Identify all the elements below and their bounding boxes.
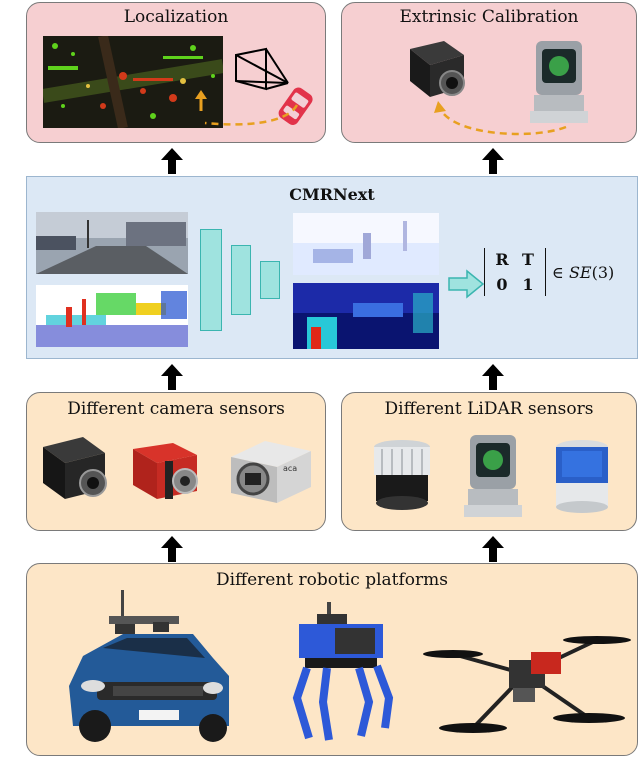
se-arg: (3) xyxy=(591,262,615,282)
robotic-platforms-panel: Different robotic platforms xyxy=(26,563,638,756)
camera-sensors-panel: Different camera sensors aca xyxy=(26,392,326,531)
localization-title: Localization xyxy=(123,7,229,27)
legged-robot-image xyxy=(292,602,394,741)
camera-sensors-title: Different camera sensors xyxy=(67,399,285,419)
se3-label: ∈ SE(3) xyxy=(552,263,614,282)
lidar-sensor-2-icon xyxy=(464,435,522,517)
flow-output-image xyxy=(293,213,439,275)
camera-image xyxy=(36,212,188,274)
localization-map-image xyxy=(43,36,223,128)
lidar-sensor-1-icon xyxy=(374,440,430,510)
se-name: SE xyxy=(568,262,592,282)
camera-icon xyxy=(410,41,465,97)
element-of-symbol: ∈ xyxy=(552,262,569,282)
network-block-2 xyxy=(231,245,251,315)
svg-text:aca: aca xyxy=(283,464,297,473)
up-arrow-from-cameras xyxy=(161,364,183,390)
camera-frustum-icon xyxy=(235,47,289,91)
up-arrow-from-lidars xyxy=(482,364,504,390)
up-arrow-to-localization xyxy=(161,148,183,174)
matrix-t: T xyxy=(522,250,534,269)
up-arrow-platform-to-cameras xyxy=(161,536,183,562)
transformation-matrix: R T 0 1 ∈ SE(3) xyxy=(484,248,614,296)
network-block-3 xyxy=(260,261,280,299)
network-block-1 xyxy=(200,229,222,331)
camera-sensor-3-icon: aca xyxy=(231,441,311,503)
localization-panel: Localization xyxy=(26,2,326,143)
output-arrow xyxy=(448,269,485,299)
extrinsic-calibration-title: Extrinsic Calibration xyxy=(399,7,579,27)
drone-platform-image xyxy=(423,636,631,733)
matrix-body: R T 0 1 xyxy=(484,248,546,296)
calibration-dashed-path xyxy=(434,101,567,136)
cmrnext-panel: CMRNext xyxy=(26,176,638,359)
camera-sensor-1-icon xyxy=(43,437,107,499)
matrix-one: 1 xyxy=(522,275,534,294)
lidar-projection-image xyxy=(36,285,188,347)
uncertainty-output-image xyxy=(293,283,439,349)
lidar-sensor-3-icon xyxy=(556,440,608,513)
camera-sensor-2-icon xyxy=(133,443,198,499)
lidar-sensors-panel: Different LiDAR sensors xyxy=(341,392,637,531)
robotic-platforms-title: Different robotic platforms xyxy=(215,570,449,590)
lidar-sensor-icon xyxy=(530,41,588,123)
lidar-sensors-title: Different LiDAR sensors xyxy=(384,399,594,419)
car-platform-image xyxy=(69,590,229,742)
matrix-r: R xyxy=(495,250,509,269)
cmrnext-title: CMRNext xyxy=(289,185,375,204)
matrix-zero: 0 xyxy=(496,275,508,294)
up-arrow-to-extrinsic xyxy=(482,148,504,174)
extrinsic-calibration-panel: Extrinsic Calibration xyxy=(341,2,637,143)
up-arrow-platform-to-lidars xyxy=(482,536,504,562)
localization-dashed-path xyxy=(204,104,299,126)
